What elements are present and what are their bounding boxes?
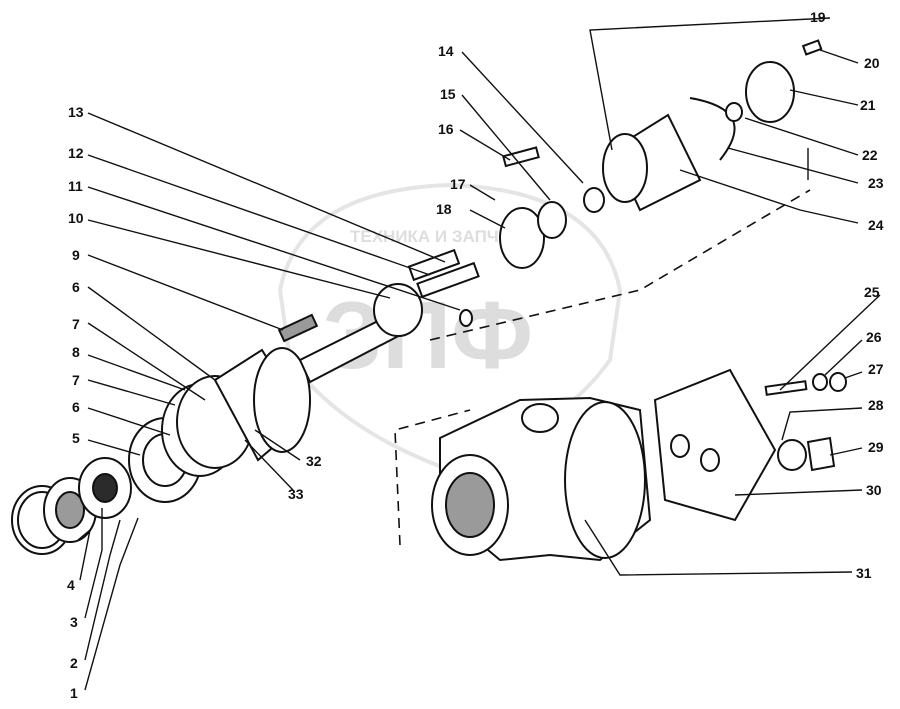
callout-3: 3: [70, 614, 78, 630]
leader-lines: [77, 17, 881, 691]
callout-15: 15: [440, 86, 456, 102]
washer-14: [583, 187, 605, 213]
callout-29: 29: [868, 439, 884, 455]
assembly-axis-lines: [394, 189, 811, 546]
pin-20: [801, 39, 823, 56]
callout-32: 32: [306, 453, 322, 469]
callout-30: 30: [866, 482, 882, 498]
clip-11: [459, 309, 473, 327]
callout-21: 21: [860, 97, 876, 113]
washer-26: [812, 373, 828, 391]
callout-16: 16: [438, 121, 454, 137]
callout-27: 27: [868, 361, 884, 377]
callout-4: 4: [67, 577, 75, 593]
plate-18: [499, 207, 545, 269]
callout-25: 25: [864, 284, 880, 300]
callout-24: 24: [868, 217, 884, 233]
key-9: [277, 313, 319, 343]
callout-12: 12: [68, 145, 84, 161]
callout-9: 9: [72, 247, 80, 263]
callout-23: 23: [868, 175, 884, 191]
callout-7a: 7: [72, 316, 80, 332]
callout-8: 8: [72, 344, 80, 360]
callout-6b: 6: [72, 399, 80, 415]
callout-5: 5: [72, 430, 80, 446]
ring-28: [777, 439, 807, 471]
callout-7b: 7: [72, 372, 80, 388]
callout-6a: 6: [72, 279, 80, 295]
callout-13: 13: [68, 104, 84, 120]
callout-33: 33: [288, 486, 304, 502]
callout-1: 1: [70, 685, 78, 701]
watermark-caption: ТЕХНИКА И ЗАПЧАСТИ: [350, 227, 545, 246]
callout-22: 22: [862, 147, 878, 163]
callout-10: 10: [68, 210, 84, 226]
callout-28: 28: [868, 397, 884, 413]
pin-12: [416, 261, 480, 299]
callout-18: 18: [436, 201, 452, 217]
callout-19: 19: [810, 9, 826, 25]
callout-14: 14: [438, 43, 454, 59]
callout-17: 17: [450, 176, 466, 192]
nut-22: [725, 102, 743, 122]
callout-20: 20: [864, 55, 880, 71]
callout-11: 11: [68, 178, 83, 194]
cover-21: [745, 61, 795, 123]
bolt-25: [764, 380, 808, 396]
bolt-16: [502, 146, 540, 168]
cover-30: [653, 368, 777, 522]
callout-26: 26: [866, 329, 882, 345]
nut-27: [829, 372, 847, 392]
callout-2: 2: [70, 655, 78, 671]
parts: [11, 39, 847, 562]
gear-15: [537, 201, 567, 239]
callout-labels: 1 2 3 4 5 6 7 8 7 6 9 10 11 12 13 14 15 …: [67, 9, 884, 701]
flange-10: [373, 283, 423, 337]
callout-31: 31: [856, 565, 872, 581]
plug-29: [806, 436, 836, 472]
